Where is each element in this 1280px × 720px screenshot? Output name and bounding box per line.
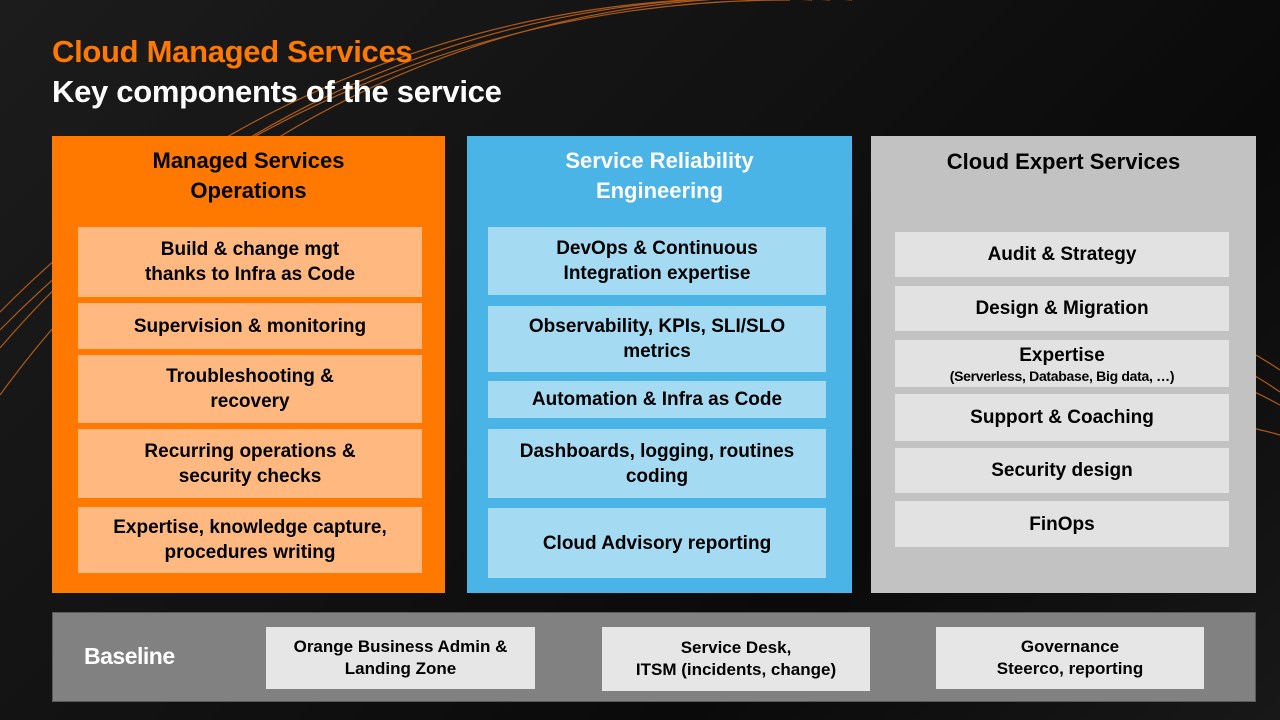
component-box: Expertise (Serverless, Database, Big dat… (895, 340, 1229, 387)
component-box: Security design (895, 448, 1229, 493)
component-box: Cloud Advisory reporting (488, 508, 826, 578)
baseline-label: Baseline (84, 643, 175, 669)
component-box: Dashboards, logging, routines coding (488, 429, 826, 498)
component-box: Support & Coaching (895, 394, 1229, 441)
baseline-item: Service Desk, ITSM (incidents, change) (602, 627, 870, 691)
component-box: Expertise, knowledge capture, procedures… (78, 507, 422, 573)
column-managed-services-operations: Managed Services Operations Build & chan… (52, 136, 445, 593)
component-box: Troubleshooting & recovery (78, 355, 422, 423)
component-box: FinOps (895, 501, 1229, 547)
column-heading: Service Reliability Engineering (565, 148, 754, 203)
page-title: Cloud Managed Services (52, 34, 413, 69)
component-box: Recurring operations & security checks (78, 429, 422, 498)
column-cloud-expert-services: Cloud Expert Services Audit & Strategy D… (871, 136, 1256, 593)
component-box: Audit & Strategy (895, 232, 1229, 277)
column-service-reliability-engineering: Service Reliability Engineering DevOps &… (467, 136, 852, 593)
baseline-item: Orange Business Admin & Landing Zone (266, 627, 535, 689)
column-heading: Managed Services Operations (152, 148, 345, 203)
component-box: Observability, KPIs, SLI/SLO metrics (488, 306, 826, 372)
baseline-item: Governance Steerco, reporting (936, 627, 1204, 689)
component-box: Design & Migration (895, 286, 1229, 331)
page-subtitle: Key components of the service (52, 74, 502, 109)
component-box: Supervision & monitoring (78, 303, 422, 349)
component-box: DevOps & Continuous Integration expertis… (488, 227, 826, 295)
expertise-note: (Serverless, Database, Big data, …) (949, 368, 1175, 384)
component-box: Automation & Infra as Code (488, 381, 826, 418)
column-heading: Cloud Expert Services (946, 149, 1181, 174)
component-box: Build & change mgt thanks to Infra as Co… (78, 227, 422, 297)
baseline-bar: Baseline Orange Business Admin & Landing… (52, 612, 1256, 702)
